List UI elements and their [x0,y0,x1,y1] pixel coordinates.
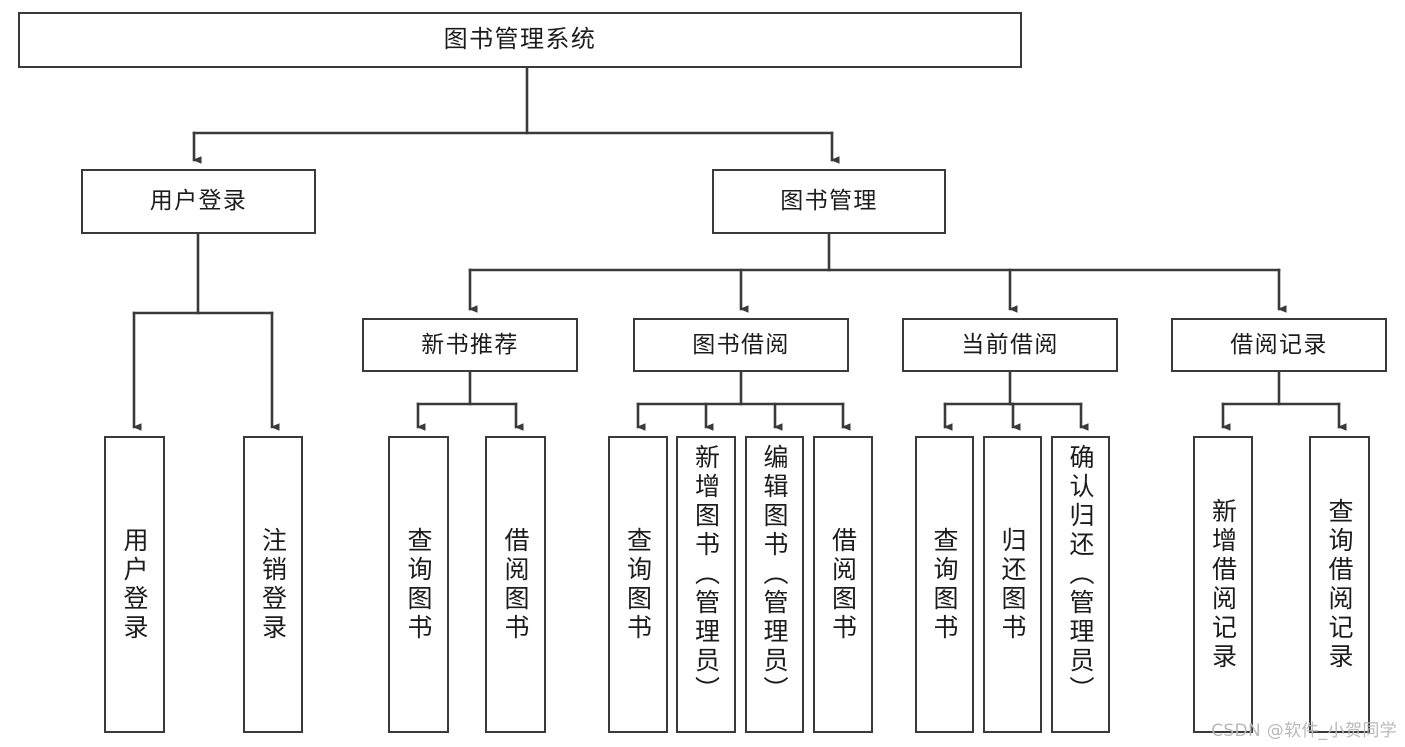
node-new-book-recommend-label: 新书推荐 [421,331,519,358]
leaf-query-book-borrow[interactable]: 查询图书 [608,436,668,733]
leaf-logout-label: 注销登录 [258,526,288,643]
leaf-add-book-admin[interactable]: 新增图书（管理员） [676,436,736,733]
leaf-borrow-book-rec[interactable]: 借阅图书 [485,436,546,733]
node-book-manage[interactable]: 图书管理 [712,169,946,234]
leaf-query-book-current[interactable]: 查询图书 [915,436,974,733]
leaf-edit-book-admin-label: 编辑图书（管理员） [760,444,789,705]
leaf-add-borrow-record[interactable]: 新增借阅记录 [1193,436,1253,733]
csdn-watermark: CSDN @软件_小贺同学 [1211,721,1397,741]
node-root[interactable]: 图书管理系统 [18,12,1022,68]
leaf-add-book-admin-label: 新增图书（管理员） [691,444,721,705]
node-book-borrow-label: 图书借阅 [692,331,790,358]
leaf-confirm-return-admin[interactable]: 确认归还（管理员） [1051,436,1110,733]
leaf-query-book-rec-label: 查询图书 [404,526,433,643]
leaf-edit-book-admin[interactable]: 编辑图书（管理员） [745,436,804,733]
leaf-return-book[interactable]: 归还图书 [983,436,1042,733]
node-user-login-label: 用户登录 [149,188,248,215]
leaf-query-book-borrow-label: 查询图书 [623,526,653,643]
leaf-query-borrow-record[interactable]: 查询借阅记录 [1309,436,1370,733]
leaf-query-borrow-record-label: 查询借阅记录 [1325,497,1354,672]
leaf-borrow-book-rec-label: 借阅图书 [501,526,530,643]
leaf-logout[interactable]: 注销登录 [243,436,303,733]
leaf-query-book-current-label: 查询图书 [930,526,959,643]
node-root-label: 图书管理系统 [443,25,597,54]
leaf-borrow-book-label: 借阅图书 [828,526,858,643]
leaf-user-login-label: 用户登录 [120,526,149,643]
node-borrow-record[interactable]: 借阅记录 [1171,318,1387,372]
node-book-borrow[interactable]: 图书借阅 [633,318,849,372]
leaf-add-borrow-record-label: 新增借阅记录 [1208,497,1238,672]
node-user-login[interactable]: 用户登录 [81,169,316,234]
node-borrow-record-label: 借阅记录 [1230,331,1328,358]
node-book-manage-label: 图书管理 [780,188,878,215]
node-current-borrow-label: 当前借阅 [961,331,1059,358]
leaf-user-login[interactable]: 用户登录 [104,436,165,733]
leaf-query-book-rec[interactable]: 查询图书 [388,436,449,733]
node-new-book-recommend[interactable]: 新书推荐 [362,318,578,372]
leaf-return-book-label: 归还图书 [998,526,1027,643]
leaf-borrow-book[interactable]: 借阅图书 [813,436,873,733]
node-current-borrow[interactable]: 当前借阅 [902,318,1118,372]
leaf-confirm-return-admin-label: 确认归还（管理员） [1066,444,1095,705]
